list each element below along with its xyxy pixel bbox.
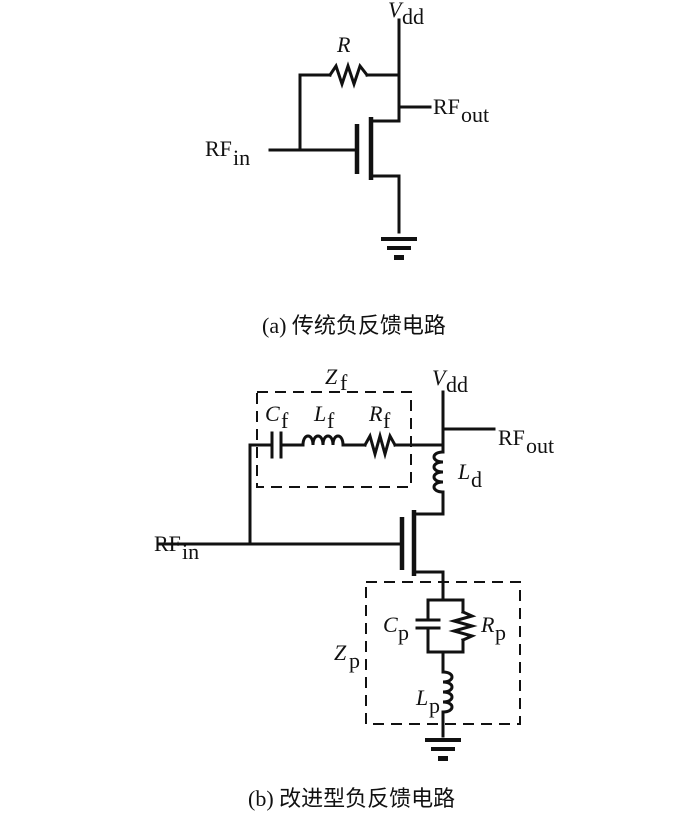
- zp-sub: p: [349, 648, 360, 673]
- a-source-wire: [369, 174, 401, 234]
- zf-sub: f: [340, 370, 348, 395]
- b-rfin-label: RF: [154, 531, 181, 556]
- lp-label: L: [415, 685, 428, 710]
- zp-label: Z: [334, 640, 347, 665]
- ld-sub: d: [471, 467, 482, 492]
- b-rfin-sub: in: [182, 539, 199, 564]
- a-resistor-r: [327, 61, 370, 89]
- rp-label: R: [480, 612, 495, 637]
- a-ground-icon: [381, 237, 417, 260]
- cp-sub: p: [398, 620, 409, 645]
- b-rfout-sub: out: [526, 433, 554, 458]
- b-ground-icon: [425, 738, 461, 761]
- a-rfin-label: RF: [205, 136, 232, 161]
- b-drain-wire: [412, 490, 445, 516]
- caption-b: (b) 改进型负反馈电路: [248, 786, 455, 811]
- b-vdd-label: V: [432, 365, 448, 390]
- zf-box: [256, 391, 412, 488]
- lp-sub: p: [429, 693, 440, 718]
- a-rfout-label: RF: [433, 94, 460, 119]
- a-r-label: R: [336, 32, 351, 57]
- cf-sub: f: [281, 408, 289, 433]
- caption-a: (a) 传统负反馈电路: [262, 313, 446, 338]
- a-rfin-sub: in: [233, 145, 250, 170]
- b-source-wire: [412, 570, 445, 602]
- rf-label: R: [368, 401, 383, 426]
- lf-label: L: [313, 401, 326, 426]
- circuit-b: Z f V dd C f L f R f RF out L d RF in C …: [154, 364, 554, 761]
- a-rfout-sub: out: [461, 102, 489, 127]
- cf-label: C: [265, 401, 280, 426]
- rp-resistor: [448, 610, 478, 642]
- zf-label: Z: [325, 364, 338, 389]
- rf-resistor: [362, 430, 398, 460]
- lf-inductor: [301, 434, 345, 447]
- circuit-a: V dd R RF out RF in: [205, 0, 489, 260]
- cp-label: C: [383, 612, 398, 637]
- b-rfout-label: RF: [498, 425, 525, 450]
- lp-inductor: [441, 670, 454, 714]
- ld-inductor: [432, 450, 445, 494]
- a-drain-wire: [369, 73, 401, 123]
- b-vdd-sub: dd: [446, 372, 468, 397]
- rf-sub: f: [383, 408, 391, 433]
- ld-label: L: [457, 459, 470, 484]
- lf-sub: f: [327, 408, 335, 433]
- a-vdd-label: V: [388, 0, 404, 22]
- rp-sub: p: [495, 620, 506, 645]
- a-vdd-sub: dd: [402, 4, 424, 29]
